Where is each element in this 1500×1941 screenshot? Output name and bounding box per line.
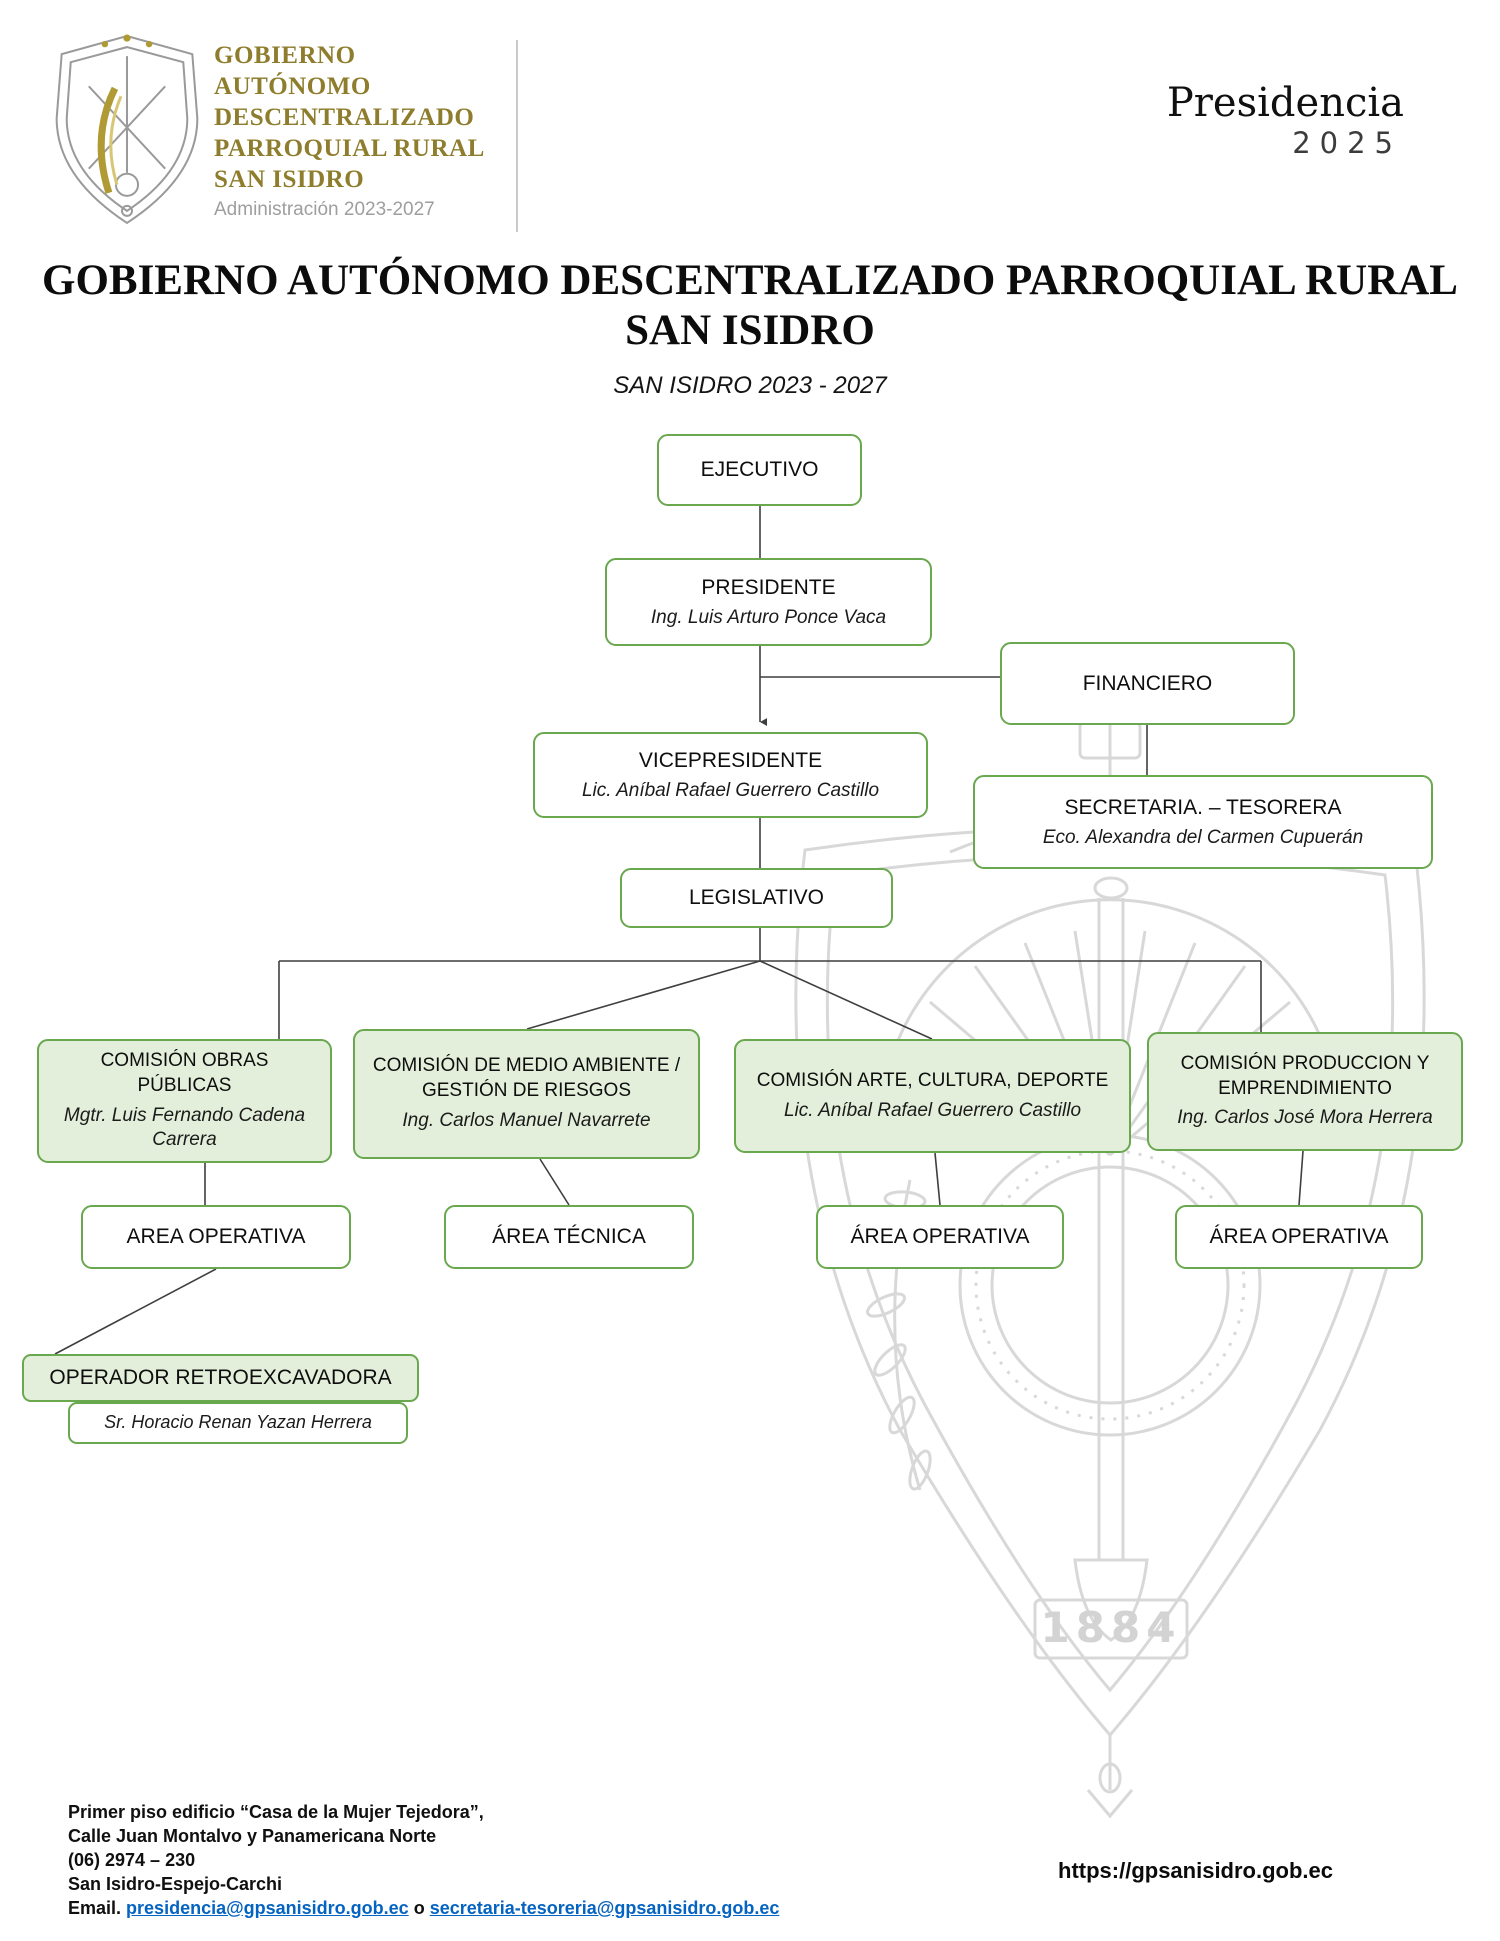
node-title: ÁREA OPERATIVA — [1209, 1225, 1389, 1249]
logo-line: GOBIERNO — [214, 42, 356, 69]
header-divider — [516, 40, 518, 232]
node-operador-retroexcavadora: OPERADOR RETROEXCAVADORA — [22, 1354, 419, 1402]
node-person: Ing. Luis Arturo Ponce Vaca — [650, 606, 887, 628]
node-title: EJECUTIVO — [700, 458, 819, 482]
footer-phone: (06) 2974 – 230 — [68, 1850, 196, 1870]
node-title: AREA OPERATIVA — [126, 1225, 306, 1249]
footer-location: San Isidro-Espejo-Carchi — [68, 1874, 283, 1894]
document-title: GOBIERNO AUTÓNOMO DESCENTRALIZADO PARROQ… — [0, 256, 1500, 356]
node-operador-person: Sr. Horacio Renan Yazan Herrera — [68, 1402, 408, 1444]
node-title: COMISIÓN ARTE, CULTURA, DEPORTE — [756, 1069, 1109, 1091]
node-title: VICEPRESIDENTE — [638, 748, 823, 772]
institution-crest-logo — [55, 34, 199, 225]
document-subtitle: SAN ISIDRO 2023 - 2027 — [613, 372, 887, 399]
footer-contact-block: Primer piso edificio “Casa de la Mujer T… — [68, 1800, 779, 1920]
node-title: COMISIÓN DE MEDIO AMBIENTE / GESTIÓN DE … — [372, 1055, 681, 1102]
footer-email-label: Email. — [68, 1898, 122, 1918]
document-title-line1: GOBIERNO AUTÓNOMO DESCENTRALIZADO PARROQ… — [42, 257, 1458, 304]
footer-address-line1: Primer piso edificio “Casa de la Mujer T… — [68, 1802, 484, 1822]
presidencia-block: Presidencia 2025 — [1104, 80, 1404, 160]
node-comision-produccion-emprendimiento: COMISIÓN PRODUCCION Y EMPRENDIMIENTO Ing… — [1147, 1032, 1463, 1151]
node-title: COMISIÓN OBRAS PÚBLICAS — [100, 1050, 269, 1096]
node-comision-arte-cultura-deporte: COMISIÓN ARTE, CULTURA, DEPORTE Lic. Aní… — [734, 1039, 1131, 1153]
footer-email-line: Email. presidencia@gpsanisidro.gob.ec o … — [68, 1896, 779, 1920]
website-url: https://gpsanisidro.gob.ec — [1058, 1858, 1334, 1883]
node-area-tecnica: ÁREA TÉCNICA — [444, 1205, 694, 1269]
institution-name-block: GOBIERNO AUTÓNOMO DESCENTRALIZADO PARROQ… — [214, 40, 485, 221]
node-ejecutivo: EJECUTIVO — [657, 434, 862, 506]
node-financiero: FINANCIERO — [1000, 642, 1295, 725]
footer-address-line2: Calle Juan Montalvo y Panamericana Norte — [68, 1826, 437, 1846]
node-title: PRESIDENTE — [701, 575, 836, 599]
node-person: Lic. Aníbal Rafael Guerrero Castillo — [783, 1099, 1082, 1121]
presidencia-year: 2025 — [1292, 126, 1402, 160]
presidencia-title: Presidencia — [1166, 80, 1404, 126]
node-comision-medio-ambiente: COMISIÓN DE MEDIO AMBIENTE / GESTIÓN DE … — [353, 1029, 700, 1159]
node-legislativo: LEGISLATIVO — [620, 868, 893, 928]
email-link-secretaria-tesoreria[interactable]: secretaria-tesoreria@gpsanisidro.gob.ec — [429, 1898, 780, 1918]
logo-line: AUTÓNOMO — [214, 73, 371, 100]
node-title: OPERADOR RETROEXCAVADORA — [49, 1366, 392, 1390]
email-link-presidencia[interactable]: presidencia@gpsanisidro.gob.ec — [126, 1898, 409, 1918]
node-title: FINANCIERO — [1082, 671, 1213, 695]
logo-line: SAN ISIDRO — [214, 166, 365, 193]
node-area-operativa-produccion: ÁREA OPERATIVA — [1175, 1205, 1423, 1269]
node-person: Eco. Alexandra del Carmen Cupuerán — [1042, 826, 1364, 848]
node-person: Sr. Horacio Renan Yazan Herrera — [104, 1412, 372, 1433]
administration-period: Administración 2023-2027 — [214, 199, 435, 220]
footer-email-separator: o — [413, 1898, 425, 1918]
document-title-line2: SAN ISIDRO — [625, 307, 875, 354]
node-presidente: PRESIDENTE Ing. Luis Arturo Ponce Vaca — [605, 558, 932, 646]
node-title: ÁREA OPERATIVA — [850, 1225, 1030, 1249]
watermark-year: 1884 — [1041, 1603, 1182, 1652]
node-title: COMISIÓN PRODUCCION Y EMPRENDIMIENTO — [1180, 1052, 1430, 1099]
logo-line: DESCENTRALIZADO — [214, 104, 475, 131]
node-person: Ing. Carlos Manuel Navarrete — [402, 1109, 651, 1131]
node-person: Ing. Carlos José Mora Herrera — [1177, 1107, 1433, 1129]
node-vicepresidente: VICEPRESIDENTE Lic. Aníbal Rafael Guerre… — [533, 732, 928, 818]
node-title: SECRETARIA. – TESORERA — [1064, 795, 1342, 819]
node-area-operativa-arte: ÁREA OPERATIVA — [816, 1205, 1064, 1269]
node-secretaria-tesorera: SECRETARIA. – TESORERA Eco. Alexandra de… — [973, 775, 1433, 869]
node-title: ÁREA TÉCNICA — [492, 1225, 646, 1249]
node-person: Mgtr. Luis Fernando Cadena Carrera — [63, 1104, 306, 1151]
node-title: LEGISLATIVO — [689, 886, 824, 910]
node-area-operativa-obras: AREA OPERATIVA — [81, 1205, 351, 1269]
node-comision-obras-publicas: COMISIÓN OBRAS PÚBLICAS Mgtr. Luis Ferna… — [37, 1039, 332, 1163]
logo-line: PARROQUIAL RURAL — [214, 135, 485, 162]
node-person: Lic. Aníbal Rafael Guerrero Castillo — [581, 779, 880, 801]
